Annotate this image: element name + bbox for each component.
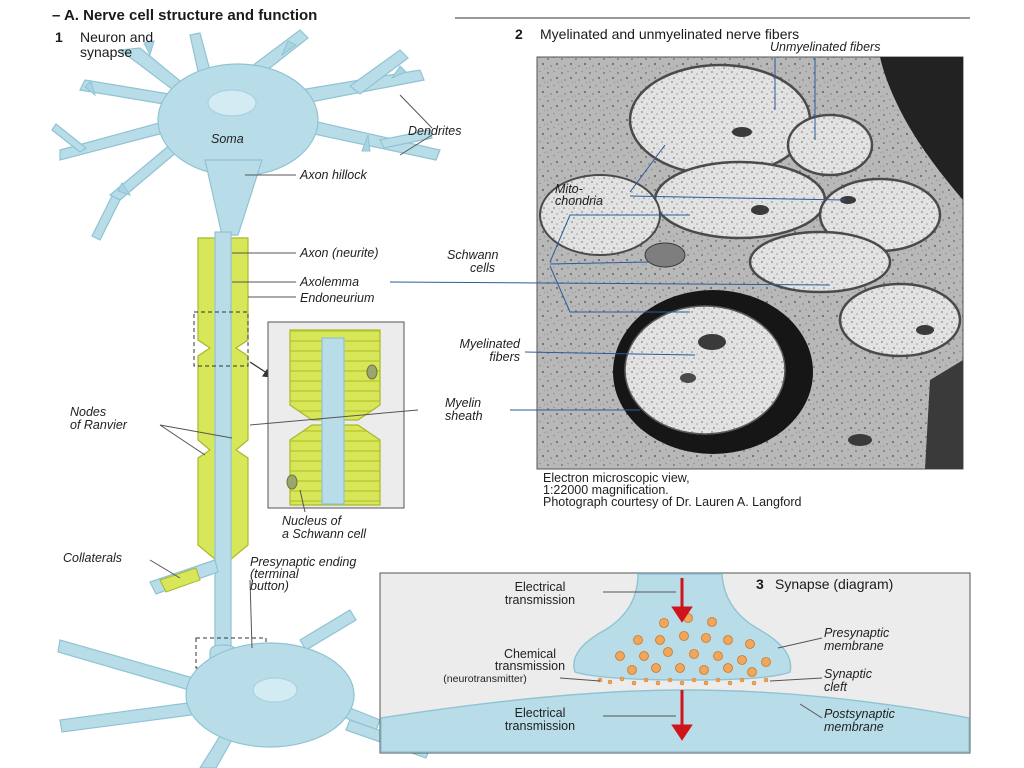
- label-synaptic-cleft-1: Synaptic: [824, 667, 872, 681]
- label-mitochondria-1: Mito-: [555, 182, 583, 196]
- synapse-diagram: [379, 572, 971, 754]
- label-electrical-top-2: transmission: [504, 593, 576, 607]
- dendrite-spines: [84, 40, 407, 196]
- label-dendrites: Dendrites: [408, 124, 462, 138]
- panel2-title: Myelinated and unmyelinated nerve fibers: [540, 26, 800, 42]
- label-myelinated-fibers-1: Myelinated: [459, 337, 520, 351]
- em-caption-line3: Photograph courtesy of Dr. Lauren A. Lan…: [543, 495, 802, 509]
- label-endoneurium: Endoneurium: [300, 291, 375, 305]
- label-myelin-sheath-2: sheath: [445, 409, 483, 423]
- em-leader-lines: [389, 58, 846, 411]
- label-axolemma: Axolemma: [300, 275, 360, 289]
- label-presynaptic-membrane-1: Presynaptic: [824, 626, 890, 640]
- label-chemical-1: Chemical: [503, 647, 557, 661]
- label-nodes-2: of Ranvier: [70, 418, 127, 432]
- label-presynaptic-2: (terminal: [250, 567, 299, 581]
- node-of-ranvier-inset: [267, 321, 405, 509]
- neurotransmitter-dots: [597, 676, 769, 686]
- label-nucleus-2: a Schwann cell: [282, 527, 367, 541]
- em-caption-line1: Electron microscopic view,: [543, 471, 690, 485]
- label-schwann-2: cells: [470, 261, 496, 275]
- label-unmyelinated-fibers: Unmyelinated fibers: [770, 40, 881, 54]
- em-caption-line2: 1:22000 magnification.: [543, 483, 669, 497]
- transmission-arrows: [671, 578, 693, 741]
- myelinated-axon: [197, 231, 263, 669]
- label-synaptic-cleft-2: cleft: [824, 680, 847, 694]
- label-postsynaptic-membrane-1: Postsynaptic: [824, 707, 895, 721]
- bottom-neuron: [57, 609, 431, 768]
- label-electrical-bottom-2: transmission: [504, 719, 576, 733]
- electron-micrograph: [536, 56, 964, 470]
- label-presynaptic-1: Presynaptic ending: [250, 555, 357, 569]
- neuron-leader-lines: [149, 94, 433, 649]
- panel1-title-line1: Neuron and: [80, 29, 154, 45]
- panel3-number: 3: [756, 576, 764, 592]
- panel1-number: 1: [55, 29, 63, 45]
- synaptic-vesicles: [615, 613, 771, 677]
- panel3-title: Synapse (diagram): [775, 576, 894, 592]
- label-axon-hillock: Axon hillock: [300, 168, 367, 182]
- label-soma: Soma: [211, 132, 244, 146]
- label-chemical-3: (neurotransmitter): [443, 673, 527, 685]
- top-neuron: [51, 29, 441, 241]
- label-electrical-bottom-1: Electrical: [514, 706, 566, 720]
- label-schwann-1: Schwann: [447, 248, 499, 262]
- panel2-number: 2: [515, 26, 523, 42]
- section-title: – A. Nerve cell structure and function: [52, 7, 318, 24]
- label-postsynaptic-membrane-2: membrane: [824, 720, 884, 734]
- label-nucleus-1: Nucleus of: [282, 514, 342, 528]
- label-axon: Axon (neurite): [300, 246, 379, 260]
- label-mitochondria-2: chondria: [555, 194, 603, 208]
- label-chemical-2: transmission: [494, 659, 566, 673]
- panel1-title-line2: synapse: [80, 44, 133, 60]
- label-collaterals: Collaterals: [63, 551, 123, 565]
- label-myelinated-fibers-2: fibers: [489, 350, 520, 364]
- node-zoom-box: [193, 311, 249, 367]
- label-presynaptic-membrane-2: membrane: [824, 639, 884, 653]
- collateral-branch: [149, 559, 219, 595]
- label-nodes-1: Nodes: [70, 405, 107, 419]
- label-presynaptic-3: button): [250, 579, 289, 593]
- label-electrical-top-1: Electrical: [514, 580, 566, 594]
- label-myelin-sheath-1: Myelin: [445, 396, 482, 410]
